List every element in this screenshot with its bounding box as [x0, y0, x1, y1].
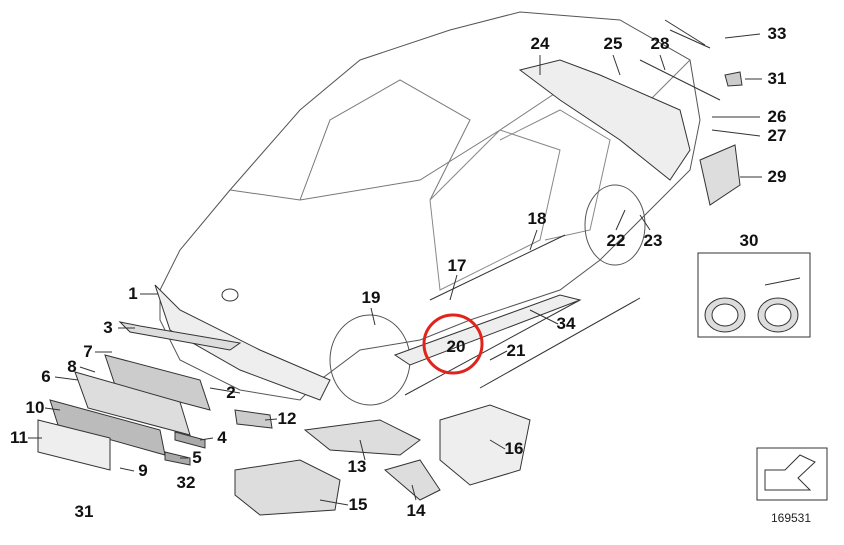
callout-23: 23: [643, 231, 663, 250]
callout-31-rear: 31: [767, 69, 787, 88]
callout-22: 22: [606, 231, 626, 250]
callout-9: 9: [138, 461, 148, 480]
callout-20-highlighted: 20: [446, 337, 466, 356]
callout-13: 13: [347, 457, 367, 476]
callout-34: 34: [556, 314, 576, 333]
callout-2: 2: [226, 383, 236, 402]
callout-5: 5: [192, 448, 202, 467]
callout-15: 15: [348, 495, 368, 514]
callout-6: 6: [41, 367, 51, 386]
callout-19: 19: [361, 288, 381, 307]
callout-32: 32: [176, 473, 196, 492]
callout-16: 16: [504, 439, 524, 458]
callout-28: 28: [650, 34, 670, 53]
reference-number: 169531: [770, 511, 812, 525]
callout-7: 7: [83, 342, 93, 361]
callout-26: 26: [767, 107, 787, 126]
callout-17: 17: [447, 256, 467, 275]
callout-25: 25: [603, 34, 623, 53]
callout-18: 18: [527, 209, 547, 228]
callout-21: 21: [506, 341, 526, 360]
callout-8: 8: [67, 357, 77, 376]
callout-3: 3: [103, 318, 113, 337]
callout-29: 29: [767, 167, 787, 186]
callout-1: 1: [128, 284, 138, 303]
callout-24: 24: [530, 34, 550, 53]
callout-14: 14: [406, 501, 426, 520]
highlight-circle: [422, 313, 484, 375]
callout-11: 11: [10, 428, 28, 447]
callout-10: 10: [25, 398, 45, 417]
callout-30: 30: [739, 231, 759, 250]
callout-4: 4: [217, 428, 227, 447]
callout-33: 33: [767, 24, 787, 43]
callout-31-front: 31: [74, 502, 94, 521]
callout-27: 27: [767, 126, 787, 145]
callout-12: 12: [277, 409, 297, 428]
